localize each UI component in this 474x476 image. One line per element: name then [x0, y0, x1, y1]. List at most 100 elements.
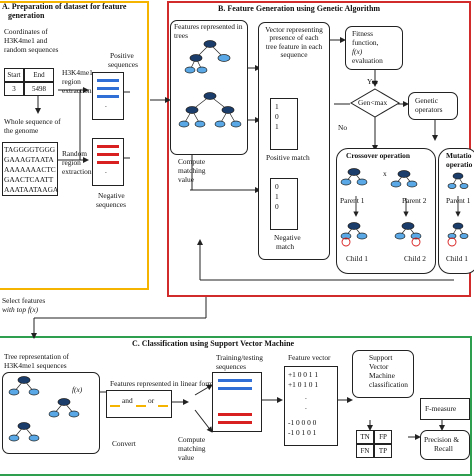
ellipsis: . [105, 166, 107, 175]
fitness-label-2: function, [352, 38, 379, 47]
positive-seq-bar [97, 79, 119, 82]
genetic-ops-label: Genetic [415, 96, 438, 105]
whole-seq-label: Whole sequence of [4, 117, 61, 126]
mutation-label: Mutatio [446, 151, 472, 160]
compute-label: Compute [178, 435, 206, 444]
dna-line: GAAAGTAATA [4, 155, 54, 164]
select-features-label: Select features [2, 296, 46, 305]
select-features-label-2: with top f(x) [2, 305, 39, 314]
svm-label-4: classification [369, 380, 408, 389]
coords-label-2: H3K4me1 and [4, 36, 48, 45]
panel-b-title: B. Feature Generation using Genetic Algo… [218, 4, 381, 13]
fitness-label-4: evaluation [352, 56, 383, 65]
ellipsis: . [105, 100, 107, 109]
positive-seq-label-2: sequences [108, 60, 138, 69]
tree-rep-icons [8, 376, 80, 442]
negative-seq-bar [97, 153, 119, 156]
dna-line: GAACTCAATT [4, 175, 54, 184]
positive-seq-label: Positive [110, 51, 134, 60]
tree-features-label: Features represented in [174, 22, 243, 31]
gen-max-label: Gen<max [358, 98, 388, 107]
genetic-ops-label-2: operators [415, 105, 443, 114]
training-label-2: sequences [216, 362, 246, 371]
tree-rep-label: Tree representation of [4, 352, 69, 361]
linear-bar [110, 405, 120, 407]
crossover-trees [340, 168, 469, 247]
panel-a-dataset-preparation [0, 1, 149, 290]
confusion-tn: TN [356, 430, 374, 444]
confusion-tp: TP [374, 444, 392, 458]
vector-value: 1 [275, 102, 279, 111]
precision-label-2: Recall [434, 444, 453, 453]
coords-label: Coordinates of [4, 27, 48, 36]
yes-label: Yes [367, 77, 378, 86]
negative-sequences-box: . [92, 138, 124, 186]
positive-seq-bar [97, 95, 119, 98]
child-2-label: Child 2 [404, 254, 426, 263]
mutation-label-2: operatio [446, 160, 473, 169]
positive-seq-bar [97, 87, 119, 90]
h3k4me1-extraction-label-2: region [62, 77, 81, 86]
feature-vector-row: . [305, 392, 307, 401]
panel-c-title: C. Classification using Support Vector M… [132, 339, 295, 348]
negative-seq-label-2: sequences [96, 200, 126, 209]
coords-label-3: random sequences [4, 45, 59, 54]
mutation-child-label: Child 1 [446, 254, 468, 263]
tree-features-label-2: trees [174, 31, 188, 40]
feature-vector-row: +1 0 0 1 1 [288, 370, 319, 379]
genome-sequence-box: TAGGGGTGGG GAAAGTAATA AAAAAAACTC GAACTCA… [2, 142, 58, 196]
compute-matching-label: Compute [178, 157, 206, 166]
child-1-label: Child 1 [346, 254, 368, 263]
svm-label-2: Vector [369, 362, 389, 371]
fitness-label: Fitness [352, 29, 373, 38]
feature-vector-row: +1 0 1 0 1 [288, 380, 319, 389]
fitness-function-box: Fitness function, f(x) evaluation [345, 26, 403, 70]
random-extraction-label: Random [62, 149, 88, 158]
compute-matching-label-2: matching [178, 166, 206, 175]
positive-seq-bar [218, 379, 252, 382]
linear-bar [158, 405, 168, 407]
positive-match-label: Positive match [266, 153, 310, 162]
random-extraction-label-2: region [62, 158, 81, 167]
negative-seq-bar [97, 145, 119, 148]
compute-label-3: value [178, 453, 195, 462]
feature-vector-row: . [305, 402, 307, 411]
vector-value: 0 [275, 182, 279, 191]
convert-label: Convert [112, 439, 136, 448]
linear-bar [136, 405, 146, 407]
parent-2-label: Parent 2 [402, 196, 427, 205]
feature-vector-row: -1 0 0 0 0 [288, 418, 317, 427]
panel-a-title: A. Preparation of dataset for feature [2, 2, 127, 11]
fx-label: f(x) [72, 385, 83, 394]
compute-label-2: matching [178, 444, 206, 453]
crossover-label: Crossover operation [346, 151, 410, 160]
svm-label: Support [369, 353, 393, 362]
coords-table-header-end: End [24, 68, 54, 82]
linear-form-box [106, 390, 172, 418]
vector-description: Vector representing presence of each tre… [265, 25, 323, 60]
negative-vector-box: 0 1 0 [270, 178, 298, 230]
fmeasure-label: F-measure [425, 404, 457, 413]
h3k4me1-extraction-label-3: extraction [62, 86, 92, 95]
no-label: No [338, 123, 348, 132]
vector-value: 0 [275, 202, 279, 211]
positive-sequences-box: . [92, 72, 124, 120]
genetic-operators-box: Genetic operators [408, 92, 458, 120]
feature-vector-box: +1 0 0 1 1 +1 0 1 0 1 . . -1 0 0 0 0 -1 … [284, 366, 338, 446]
feature-vector-row: -1 0 1 0 1 [288, 428, 317, 437]
coords-table-start: 3 [4, 82, 24, 96]
precision-label: Precision & [424, 435, 460, 444]
tree-rep-label-2: H3K4me1 sequences [4, 361, 67, 370]
confusion-fn: FN [356, 444, 374, 458]
confusion-fp: FP [374, 430, 392, 444]
whole-seq-label-2: the genome [4, 126, 39, 135]
fmeasure-box: F-measure [420, 398, 470, 420]
dna-line: TAGGGGTGGG [4, 145, 56, 154]
svm-label-3: Machine [369, 371, 395, 380]
vector-value: 1 [275, 192, 279, 201]
negative-seq-label: Negative [98, 191, 125, 200]
panel-a-title-cont: generation [8, 11, 45, 20]
dna-line: AAATAATAAGA [4, 185, 59, 194]
positive-seq-bar [218, 387, 252, 390]
negative-seq-bar [218, 421, 252, 424]
